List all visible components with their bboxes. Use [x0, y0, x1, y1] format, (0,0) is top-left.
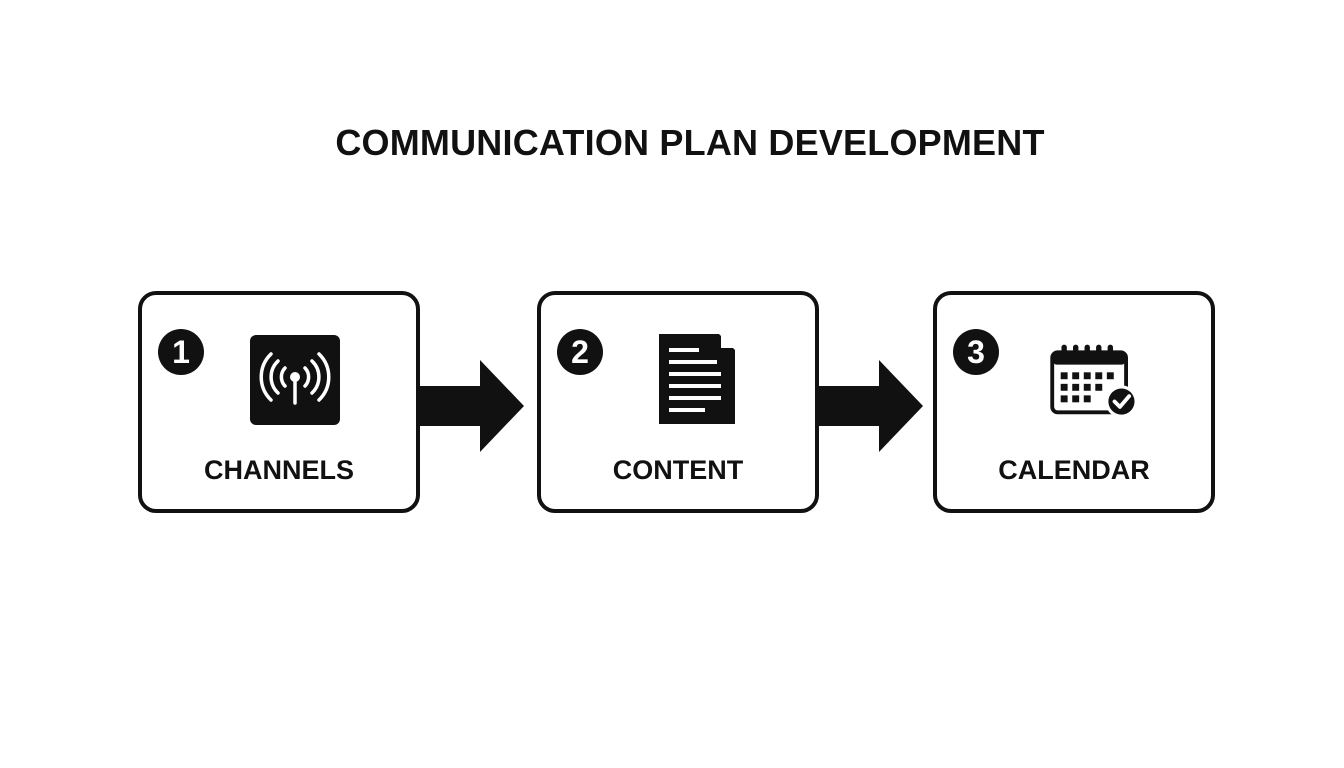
- step-label: CONTENT: [612, 455, 744, 485]
- document-icon: [647, 330, 747, 430]
- step-number-badge: 3: [953, 329, 999, 375]
- step-channels: 1 CHANNELS: [138, 291, 420, 513]
- step-label: CALENDAR: [998, 455, 1150, 485]
- step-number-badge: 2: [557, 329, 603, 375]
- step-label: CHANNELS: [203, 455, 354, 485]
- broadcast-signal-icon: [242, 330, 342, 430]
- arrow-right-icon: [418, 360, 524, 452]
- step-content: 2 CONTENT: [537, 291, 819, 513]
- arrow-right-icon: [817, 360, 923, 452]
- step-number-badge: 1: [158, 329, 204, 375]
- diagram-title: COMMUNICATION PLAN DEVELOPMENT: [335, 122, 1045, 163]
- step-calendar: 3: [933, 291, 1215, 513]
- calendar-check-icon: [1043, 330, 1143, 430]
